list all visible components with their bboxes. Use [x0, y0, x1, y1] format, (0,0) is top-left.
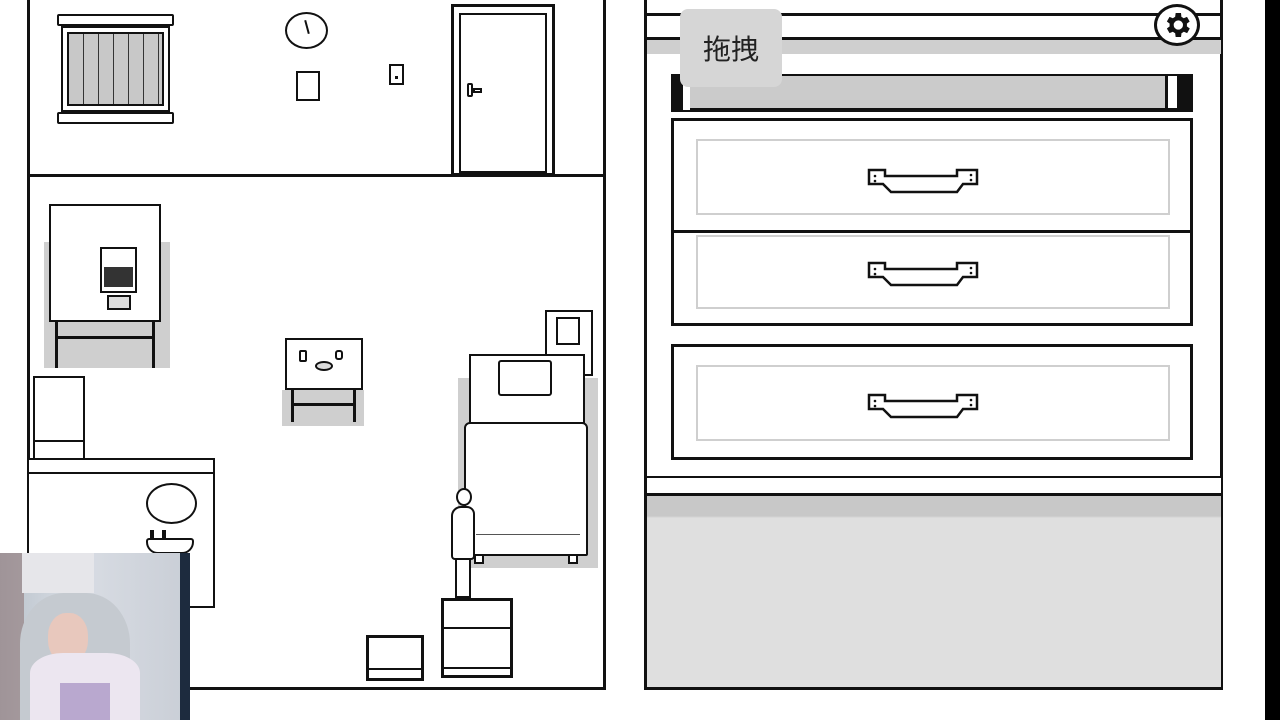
calendar[interactable] — [296, 71, 320, 101]
drawer-handle-icon — [867, 168, 979, 194]
bed[interactable] — [464, 354, 590, 566]
cup-icon — [299, 350, 307, 362]
gear-icon — [1166, 13, 1190, 37]
wall-clock[interactable] — [285, 12, 328, 49]
small-table-with-cups[interactable] — [285, 338, 363, 424]
drawer-2[interactable] — [671, 230, 1193, 326]
desk-with-computer[interactable] — [49, 204, 161, 370]
light-switch[interactable] — [389, 64, 404, 85]
drawer-3[interactable] — [671, 344, 1193, 460]
settings-button[interactable] — [1154, 4, 1200, 46]
door-handle-icon — [467, 83, 473, 97]
drawer-handle-icon — [867, 393, 979, 419]
cabinet-top-rail — [647, 13, 1221, 55]
streamer-webcam-overlay — [0, 553, 190, 720]
plate-icon — [315, 361, 333, 371]
window[interactable] — [57, 14, 174, 124]
door[interactable] — [451, 4, 555, 176]
player-character[interactable] — [447, 488, 479, 598]
cabinet-floor — [647, 496, 1221, 687]
open-drawer-slot — [671, 74, 1193, 112]
box-small[interactable] — [366, 635, 424, 681]
bathroom-sink[interactable] — [146, 530, 196, 554]
drawer-handle-icon — [867, 261, 979, 287]
pillow — [498, 360, 552, 396]
mug-icon — [335, 350, 343, 360]
box-large[interactable] — [441, 598, 513, 678]
drag-button[interactable]: 拖拽 — [680, 9, 782, 87]
drawer-1[interactable] — [671, 118, 1193, 233]
wall-floor-line — [27, 174, 606, 177]
fridge[interactable] — [33, 376, 85, 460]
cabinet-base-rail — [647, 476, 1221, 496]
bathroom-mirror[interactable] — [146, 483, 197, 524]
webcam-border — [180, 553, 190, 720]
screen-border-right — [1265, 0, 1280, 720]
bed-blanket — [464, 422, 588, 556]
